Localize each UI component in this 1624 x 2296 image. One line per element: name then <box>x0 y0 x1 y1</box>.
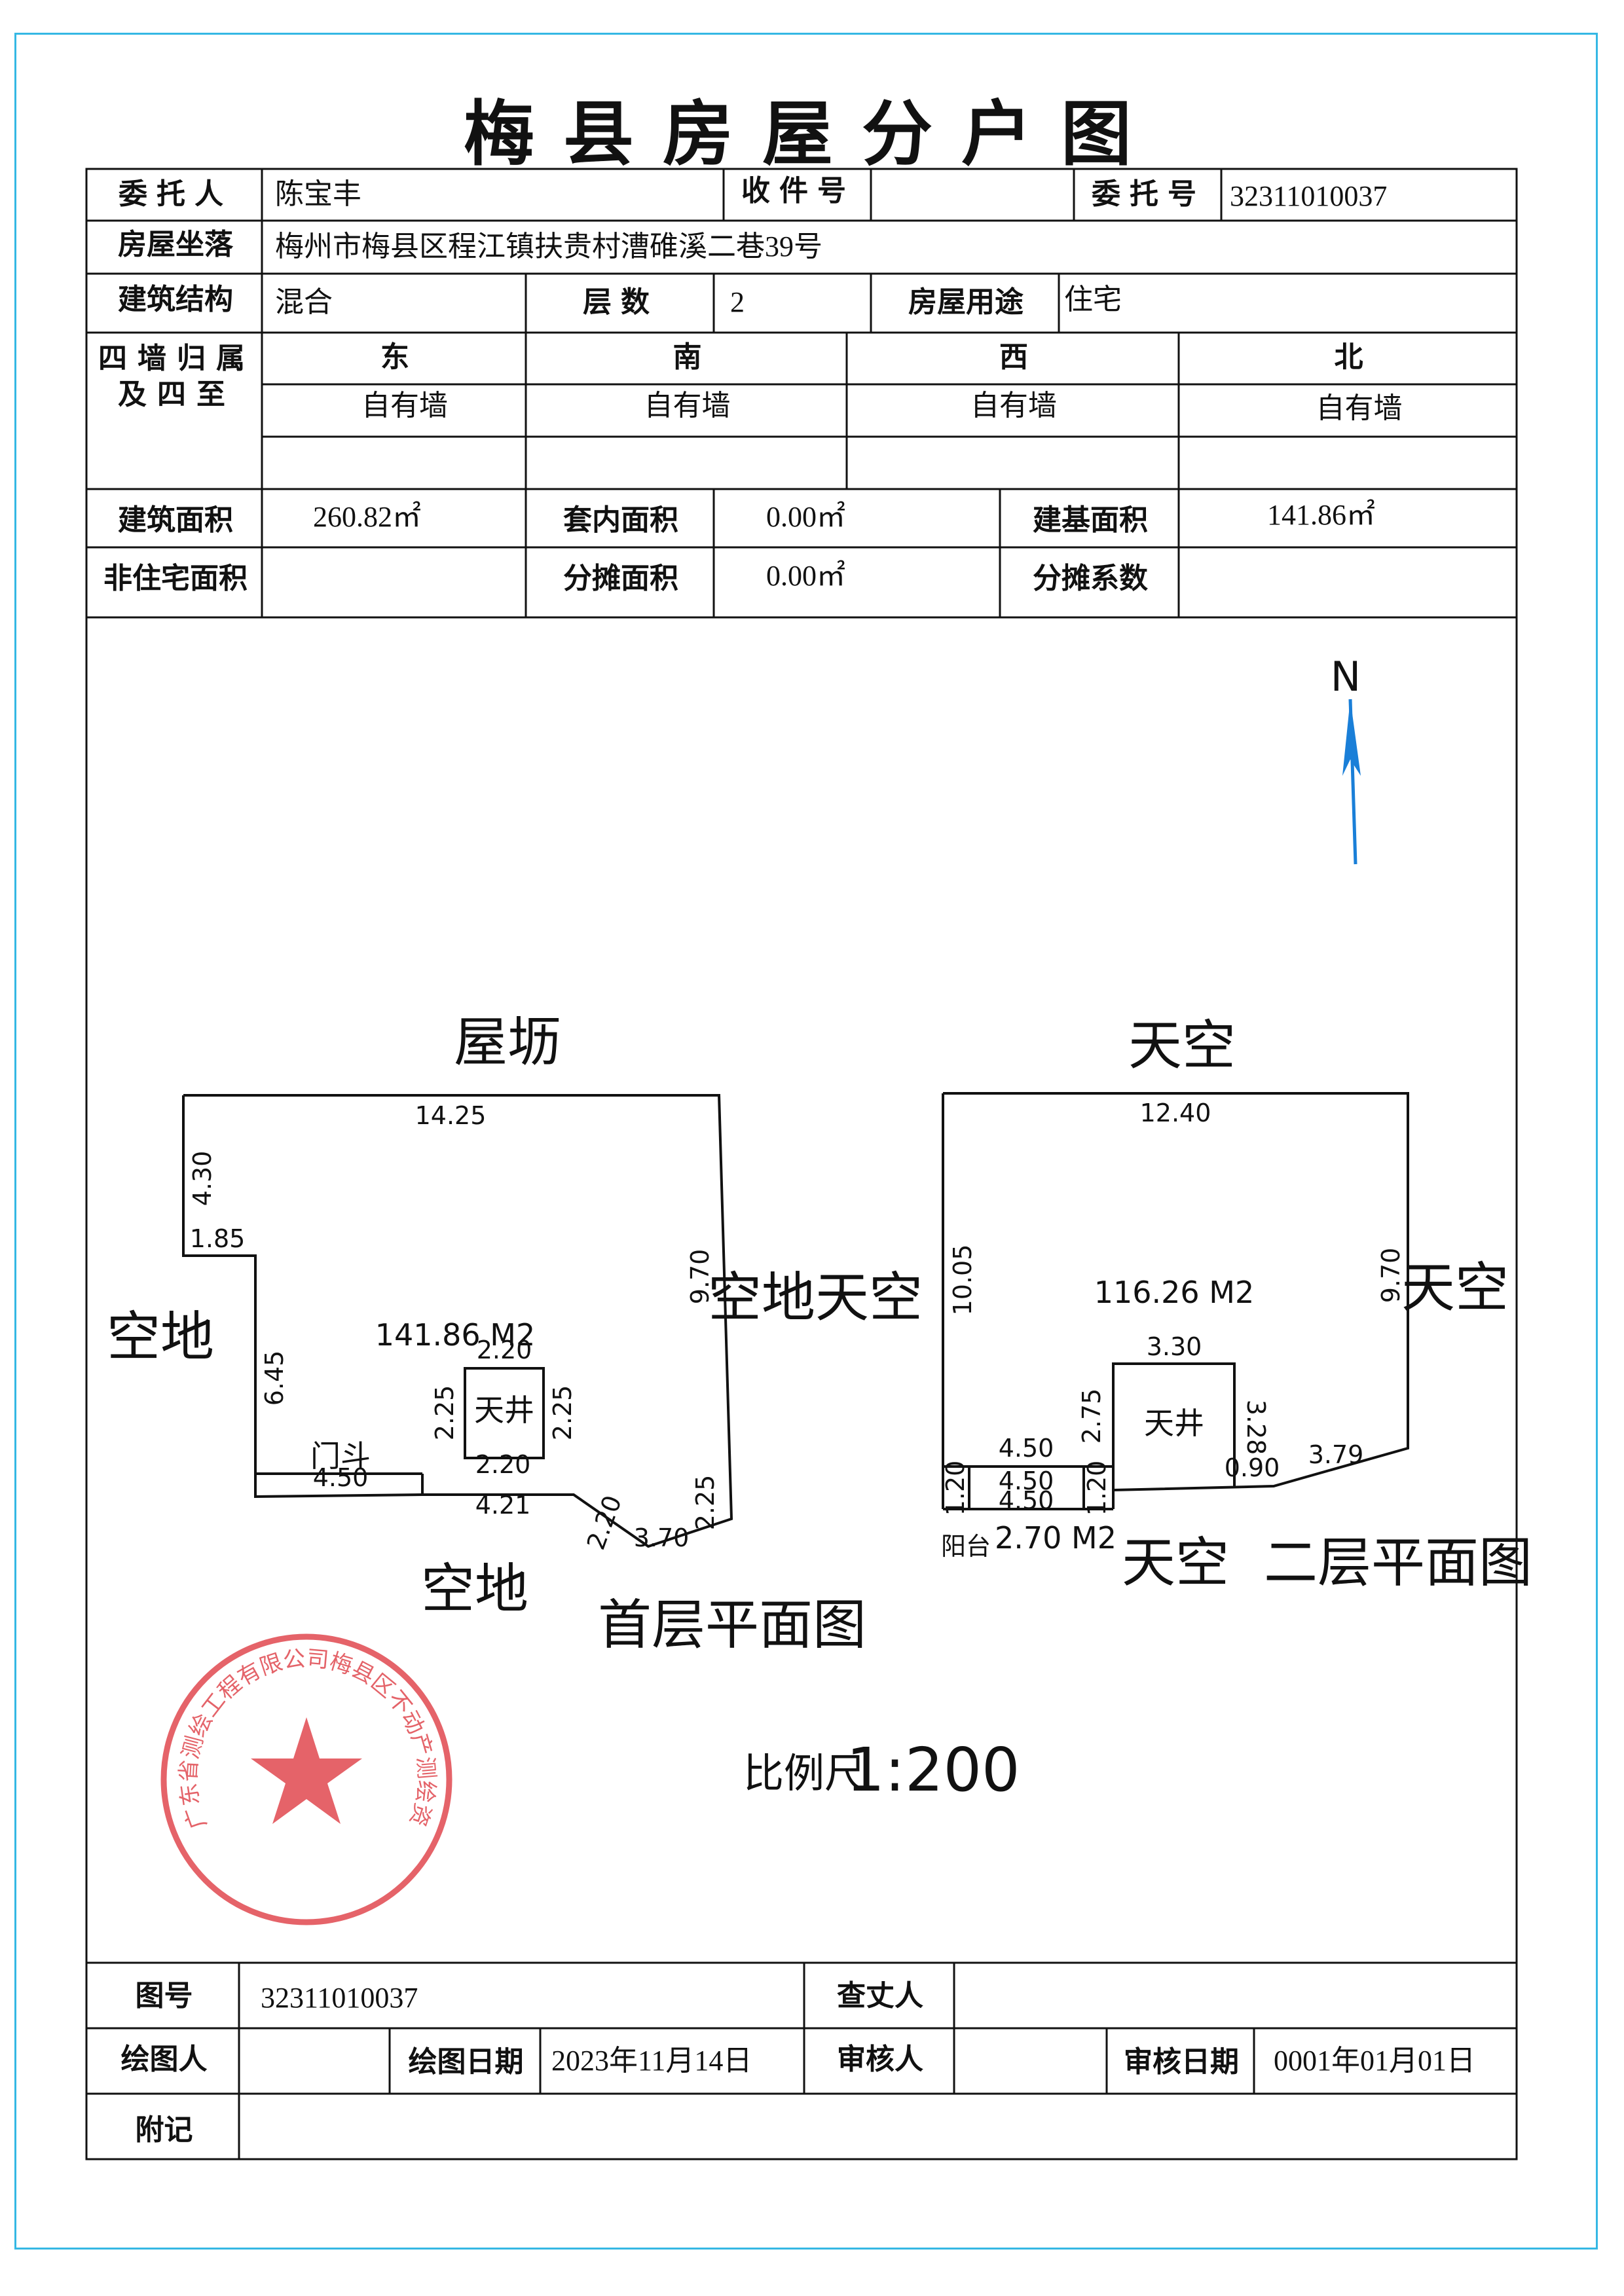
client-label: 委托人 <box>119 177 232 211</box>
structure-value: 混合 <box>275 286 333 318</box>
interior-area-value: 0.00㎡ <box>766 501 845 533</box>
floor2-dim-court-right: 3.28 <box>1242 1400 1270 1455</box>
north-letter: N <box>1331 653 1361 701</box>
usage-value: 住宅 <box>1064 283 1122 316</box>
entrust-no-label: 委托号 <box>1092 177 1206 211</box>
map-no-label: 图号 <box>135 1979 193 2013</box>
draw-date-label: 绘图日期 <box>408 2045 524 2079</box>
location-value: 梅州市梅县区程江镇扶贵村漕碓溪二巷39号 <box>275 230 822 263</box>
east-label: 东 <box>380 340 409 374</box>
scale-label: 比例尺 <box>743 1749 865 1797</box>
draw-date-value: 2023年11月14日 <box>551 2045 752 2077</box>
west-wall-value: 自有墙 <box>970 389 1057 422</box>
review-date-value: 0001年01月01日 <box>1274 2045 1475 2077</box>
floor1-dim-top: 14.25 <box>415 1101 487 1130</box>
floor2-bottom-label: 天空 <box>1122 1532 1229 1594</box>
shared-area-value: 0.00㎡ <box>766 560 845 592</box>
surveyor-label: 查丈人 <box>837 1979 923 2013</box>
east-wall-value: 自有墙 <box>361 389 448 422</box>
floor2-dim-top: 12.40 <box>1140 1099 1211 1127</box>
floor2-dim-balcony-top: 4.50 <box>999 1467 1054 1495</box>
floor2-caption: 二层平面图 <box>1264 1532 1532 1594</box>
building-area-value: 260.82㎡ <box>313 501 421 533</box>
west-label: 西 <box>999 340 1028 374</box>
notes-label: 附记 <box>135 2113 193 2147</box>
floor2-dim-court-top: 3.30 <box>1147 1332 1202 1361</box>
floor2-dim-court-left: 2.75 <box>1077 1389 1106 1444</box>
floor1-dim-slant-bottom: 3.70 <box>634 1523 690 1552</box>
shared-area-label: 分摊面积 <box>563 562 678 595</box>
floor1-porch: 门斗 <box>310 1438 371 1474</box>
floor1-dim-left-upper: 4.30 <box>188 1151 217 1207</box>
floor1-left-label: 空地 <box>107 1306 214 1368</box>
page-border <box>14 33 1598 2250</box>
floor1-courtyard: 天井 <box>474 1393 534 1428</box>
floor1-dim-court-bottom: 2.20 <box>475 1450 531 1479</box>
south-label: 南 <box>673 340 702 374</box>
floor2-dim-balcony-bottom: 4.50 <box>999 1486 1054 1515</box>
floor2-area: 116.26 M2 <box>1094 1275 1255 1310</box>
floor2-balcony-area: 2.70 M2 <box>995 1520 1116 1556</box>
floor1-right-label: 空地天空 <box>708 1267 923 1329</box>
floor1-dim-step: 1.85 <box>190 1224 246 1253</box>
floor2-right-label: 天空 <box>1401 1257 1509 1319</box>
floors-value: 2 <box>730 286 745 318</box>
usage-label: 房屋用途 <box>908 285 1024 319</box>
floor2-dim-step: 0.90 <box>1225 1453 1280 1482</box>
floor1-top-label: 屋坜 <box>454 1011 561 1074</box>
floor1-bottom-label: 空地 <box>421 1558 528 1620</box>
floor1-caption: 首层平面图 <box>598 1594 866 1656</box>
review-date-label: 审核日期 <box>1124 2045 1239 2079</box>
seal-star-icon <box>251 1717 362 1824</box>
floor2-dim-right: 9.70 <box>1376 1248 1405 1303</box>
scale-value: 1:200 <box>846 1735 1020 1805</box>
floor2-dim-bottom-right: 3.79 <box>1308 1440 1364 1469</box>
drawer-label: 绘图人 <box>120 2043 208 2076</box>
non-residential-area-label: 非住宅面积 <box>103 562 248 595</box>
floor2-dim-balcony-right: 1.20 <box>1082 1461 1111 1516</box>
floor2-dim-left: 10.05 <box>948 1245 977 1316</box>
floor2-courtyard: 天井 <box>1144 1406 1204 1441</box>
south-wall-value: 自有墙 <box>644 389 731 422</box>
reviewer-label: 审核人 <box>837 2043 923 2076</box>
floor1-dim-bottom: 4.21 <box>475 1491 531 1520</box>
official-seal: 广东省测绘工程有限公司梅县区不动产测绘资料专用章 <box>156 1629 452 1925</box>
building-area-label: 建筑面积 <box>118 503 233 537</box>
walls-title: 四墙归属及四至 <box>98 342 255 411</box>
north-wall-value: 自有墙 <box>1316 392 1403 425</box>
floor1-dim-left-lower: 6.45 <box>260 1351 289 1406</box>
floor2-dim-balcony-left: 1.20 <box>941 1461 970 1516</box>
floor2-top-label: 天空 <box>1128 1015 1236 1077</box>
map-no-value: 32311010037 <box>261 1982 418 2014</box>
floor1-area: 141.86 M2 <box>375 1317 536 1353</box>
shared-ratio-label: 分摊系数 <box>1033 562 1148 595</box>
floor2-balcony: 阳台 <box>941 1532 991 1561</box>
floor1-dim-slant-b: 2.25 <box>691 1475 720 1531</box>
floor1-dim-court-top: 2.20 <box>477 1336 532 1364</box>
north-arrow: N <box>1331 653 1361 865</box>
receipt-no-label: 收件号 <box>741 174 855 208</box>
floor1-dim-slant-a: 2.20 <box>581 1491 627 1554</box>
base-area-label: 建基面积 <box>1033 503 1148 537</box>
floor1-outline <box>182 1094 733 1548</box>
floor1-dim-porch: 4.50 <box>313 1463 369 1492</box>
floor2-dim-bottom-left: 4.50 <box>999 1434 1054 1463</box>
structure-label: 建筑结构 <box>118 283 233 316</box>
floor1-dim-court-right: 2.25 <box>548 1385 577 1441</box>
interior-area-label: 套内面积 <box>563 503 678 537</box>
north-label: 北 <box>1334 340 1363 374</box>
client-value: 陈宝丰 <box>275 178 361 210</box>
page-title: 梅县房屋分户图 <box>463 93 1160 175</box>
entrust-no-value: 32311010037 <box>1230 180 1388 212</box>
floor1-dim-court-left: 2.25 <box>430 1385 459 1441</box>
location-label: 房屋坐落 <box>118 228 233 261</box>
floor2-outline <box>942 1092 1409 1510</box>
base-area-value: 141.86㎡ <box>1267 499 1375 531</box>
floor1-dim-right: 9.70 <box>686 1249 714 1305</box>
floors-label: 层数 <box>583 285 659 319</box>
